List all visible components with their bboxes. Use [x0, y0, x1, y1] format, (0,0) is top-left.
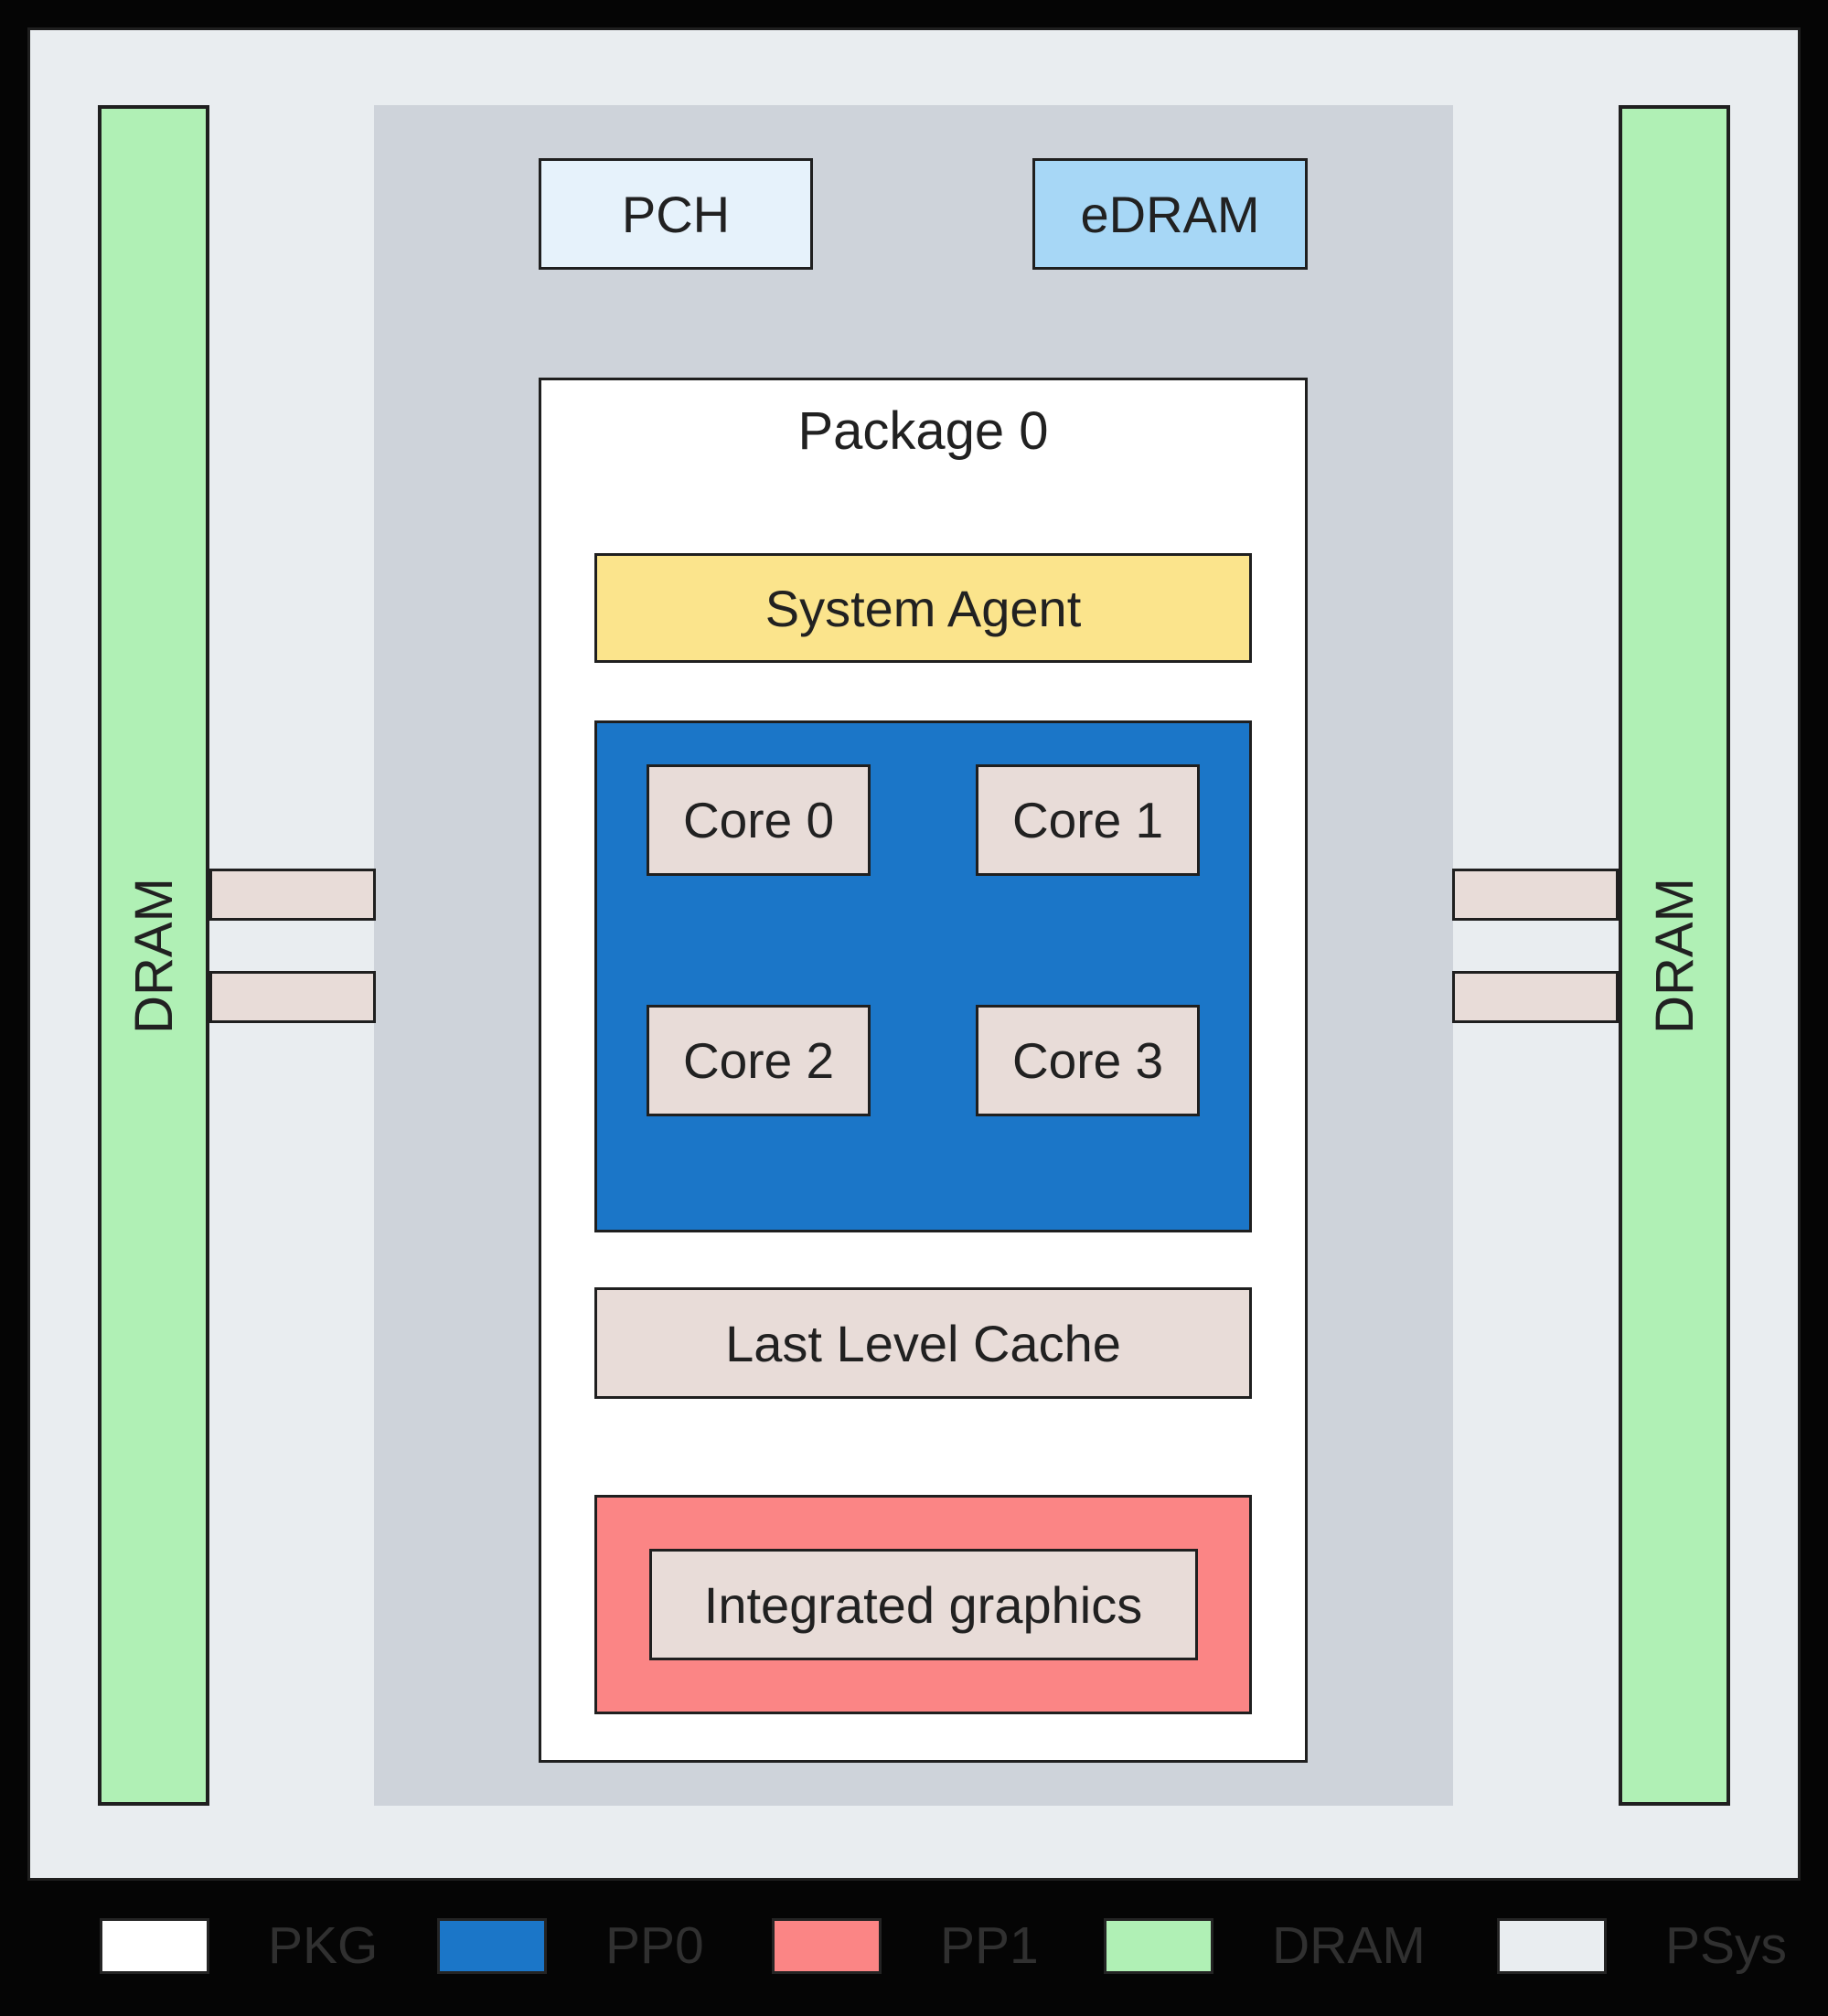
legend-swatch-pp1 [772, 1917, 882, 1974]
integrated-graphics-box: Integrated graphics [648, 1549, 1198, 1660]
dram-connector-left-top [209, 869, 376, 921]
core-0-box: Core 0 [647, 764, 871, 876]
dram-right-label: DRAM [1644, 877, 1705, 1034]
legend-item-pp1: PP1 [772, 1915, 1039, 1976]
legend-swatch-pkg [100, 1917, 209, 1974]
last-level-cache-label: Last Level Cache [725, 1314, 1121, 1372]
integrated-graphics-label: Integrated graphics [703, 1575, 1143, 1634]
legend-swatch-pp0 [437, 1917, 547, 1974]
core-3-label: Core 3 [1011, 1032, 1164, 1089]
legend-swatch-dram [1104, 1917, 1213, 1974]
legend-item-pkg: PKG [100, 1915, 378, 1976]
legend-label-psys: PSys [1665, 1916, 1788, 1975]
dram-connector-left-bottom [209, 971, 376, 1023]
legend-label-pkg: PKG [268, 1916, 379, 1975]
package-domain: Package 0 System Agent Core 0 Core 1 Cor… [539, 378, 1308, 1763]
legend-item-psys: PSys [1497, 1915, 1787, 1976]
pch-box: PCH [539, 158, 813, 270]
legend-item-dram: DRAM [1104, 1915, 1426, 1976]
core-1-box: Core 1 [976, 764, 1200, 876]
dram-left-label: DRAM [123, 877, 184, 1034]
last-level-cache-box: Last Level Cache [594, 1287, 1252, 1399]
package-title: Package 0 [797, 401, 1049, 461]
core-2-box: Core 2 [647, 1005, 871, 1116]
edram-label: eDRAM [1080, 185, 1260, 243]
core-2-label: Core 2 [682, 1032, 835, 1089]
edram-box: eDRAM [1032, 158, 1308, 270]
system-agent-label: System Agent [764, 579, 1082, 637]
pch-label: PCH [621, 185, 731, 243]
dram-connector-right-top [1452, 869, 1619, 921]
core-0-label: Core 0 [682, 792, 835, 848]
core-3-box: Core 3 [976, 1005, 1200, 1116]
legend-label-pp1: PP1 [940, 1916, 1039, 1975]
legend-label-pp0: PP0 [605, 1916, 704, 1975]
core-1-label: Core 1 [1011, 792, 1164, 848]
dram-connector-right-bottom [1452, 971, 1619, 1023]
legend-swatch-psys [1497, 1917, 1607, 1974]
dram-domain-left: DRAM [98, 105, 209, 1806]
legend-item-pp0: PP0 [437, 1915, 704, 1976]
legend-label-dram: DRAM [1272, 1916, 1426, 1975]
pp0-domain: Core 0 Core 1 Core 2 Core 3 [594, 720, 1252, 1232]
dram-domain-right: DRAM [1619, 105, 1730, 1806]
system-agent-box: System Agent [594, 553, 1252, 663]
pp1-domain: Integrated graphics [594, 1495, 1252, 1714]
